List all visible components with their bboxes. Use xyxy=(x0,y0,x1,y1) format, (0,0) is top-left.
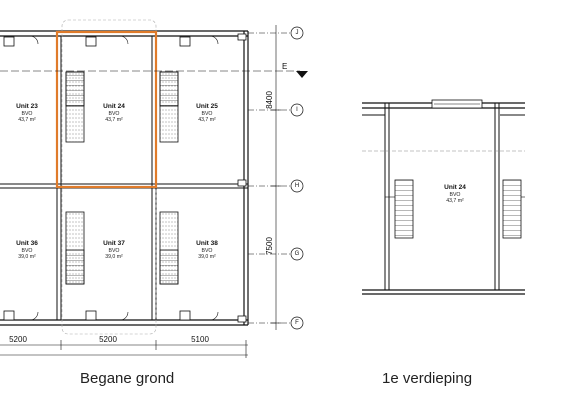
svg-text:43,7 m²: 43,7 m² xyxy=(446,198,464,204)
stair-unit-24 xyxy=(65,71,85,143)
unit-23-label: Unit 23 BVO 43,7 m² xyxy=(16,103,38,123)
upper-stair-left xyxy=(385,179,414,239)
ground-floor-plan: Unit 23 BVO 43,7 m² Unit 24 BVO 43,7 m² … xyxy=(0,19,308,358)
svg-text:BVO: BVO xyxy=(22,111,33,117)
bottom-dimensions: 5200 5200 5100 xyxy=(0,335,248,358)
svg-text:J: J xyxy=(296,30,299,36)
svg-text:Unit 24: Unit 24 xyxy=(444,184,466,191)
svg-text:BVO: BVO xyxy=(202,248,213,254)
grid-bubble-j: J xyxy=(290,26,304,40)
grid-bubble-h: H xyxy=(290,179,304,193)
dim-bottom-3: 5100 xyxy=(191,335,209,344)
svg-text:G: G xyxy=(295,251,300,257)
upper-unit-24-label: Unit 24 BVO 43,7 m² xyxy=(444,184,466,204)
svg-text:Unit 24: Unit 24 xyxy=(103,103,125,110)
svg-text:BVO: BVO xyxy=(22,248,33,254)
svg-text:BVO: BVO xyxy=(202,111,213,117)
svg-text:43,7 m²: 43,7 m² xyxy=(105,117,123,123)
grid-bubble-i: I xyxy=(290,103,304,117)
svg-text:F: F xyxy=(295,320,299,326)
svg-text:43,7 m²: 43,7 m² xyxy=(18,117,36,123)
svg-text:39,0 m²: 39,0 m² xyxy=(18,254,36,260)
dim-right-1: 8400 xyxy=(265,91,274,109)
stair-unit-25 xyxy=(159,71,179,143)
grid-lines xyxy=(0,32,300,324)
svg-text:I: I xyxy=(296,107,298,113)
upper-stair-right xyxy=(502,179,525,239)
svg-text:BVO: BVO xyxy=(450,192,461,198)
unit-24-label: Unit 24 BVO 43,7 m² xyxy=(103,103,125,123)
svg-text:Unit 23: Unit 23 xyxy=(16,103,38,110)
unit-38-label: Unit 38 BVO 39,0 m² xyxy=(196,240,218,260)
grid-bubble-g: G xyxy=(290,247,304,261)
stair-unit-37 xyxy=(65,211,85,285)
dim-bottom-1: 5200 xyxy=(9,335,27,344)
unit-25-label: Unit 25 BVO 43,7 m² xyxy=(196,103,218,123)
caption-first-floor: 1e verdieping xyxy=(382,370,473,387)
svg-text:Unit 38: Unit 38 xyxy=(196,240,218,247)
svg-text:BVO: BVO xyxy=(109,248,120,254)
grid-bubble-f: F xyxy=(290,316,304,330)
section-mark-e: E xyxy=(282,62,308,78)
dim-bottom-2: 5200 xyxy=(99,335,117,344)
svg-text:39,0 m²: 39,0 m² xyxy=(198,254,216,260)
svg-text:H: H xyxy=(295,183,299,189)
svg-text:E: E xyxy=(282,62,287,71)
svg-text:Unit 36: Unit 36 xyxy=(16,240,38,247)
unit-24-highlight xyxy=(55,30,158,189)
unit-37-label: Unit 37 BVO 39,0 m² xyxy=(103,240,125,260)
svg-text:BVO: BVO xyxy=(109,111,120,117)
svg-text:Unit 37: Unit 37 xyxy=(103,240,125,247)
svg-text:43,7 m²: 43,7 m² xyxy=(198,117,216,123)
first-floor-plan: Unit 24 BVO 43,7 m² xyxy=(362,99,525,295)
dim-right-2: 7500 xyxy=(265,237,274,255)
unit-36-label: Unit 36 BVO 39,0 m² xyxy=(16,240,38,260)
svg-text:39,0 m²: 39,0 m² xyxy=(105,254,123,260)
svg-text:Unit 25: Unit 25 xyxy=(196,103,218,110)
caption-ground-floor: Begane grond xyxy=(80,370,175,387)
stair-unit-38 xyxy=(159,211,179,285)
